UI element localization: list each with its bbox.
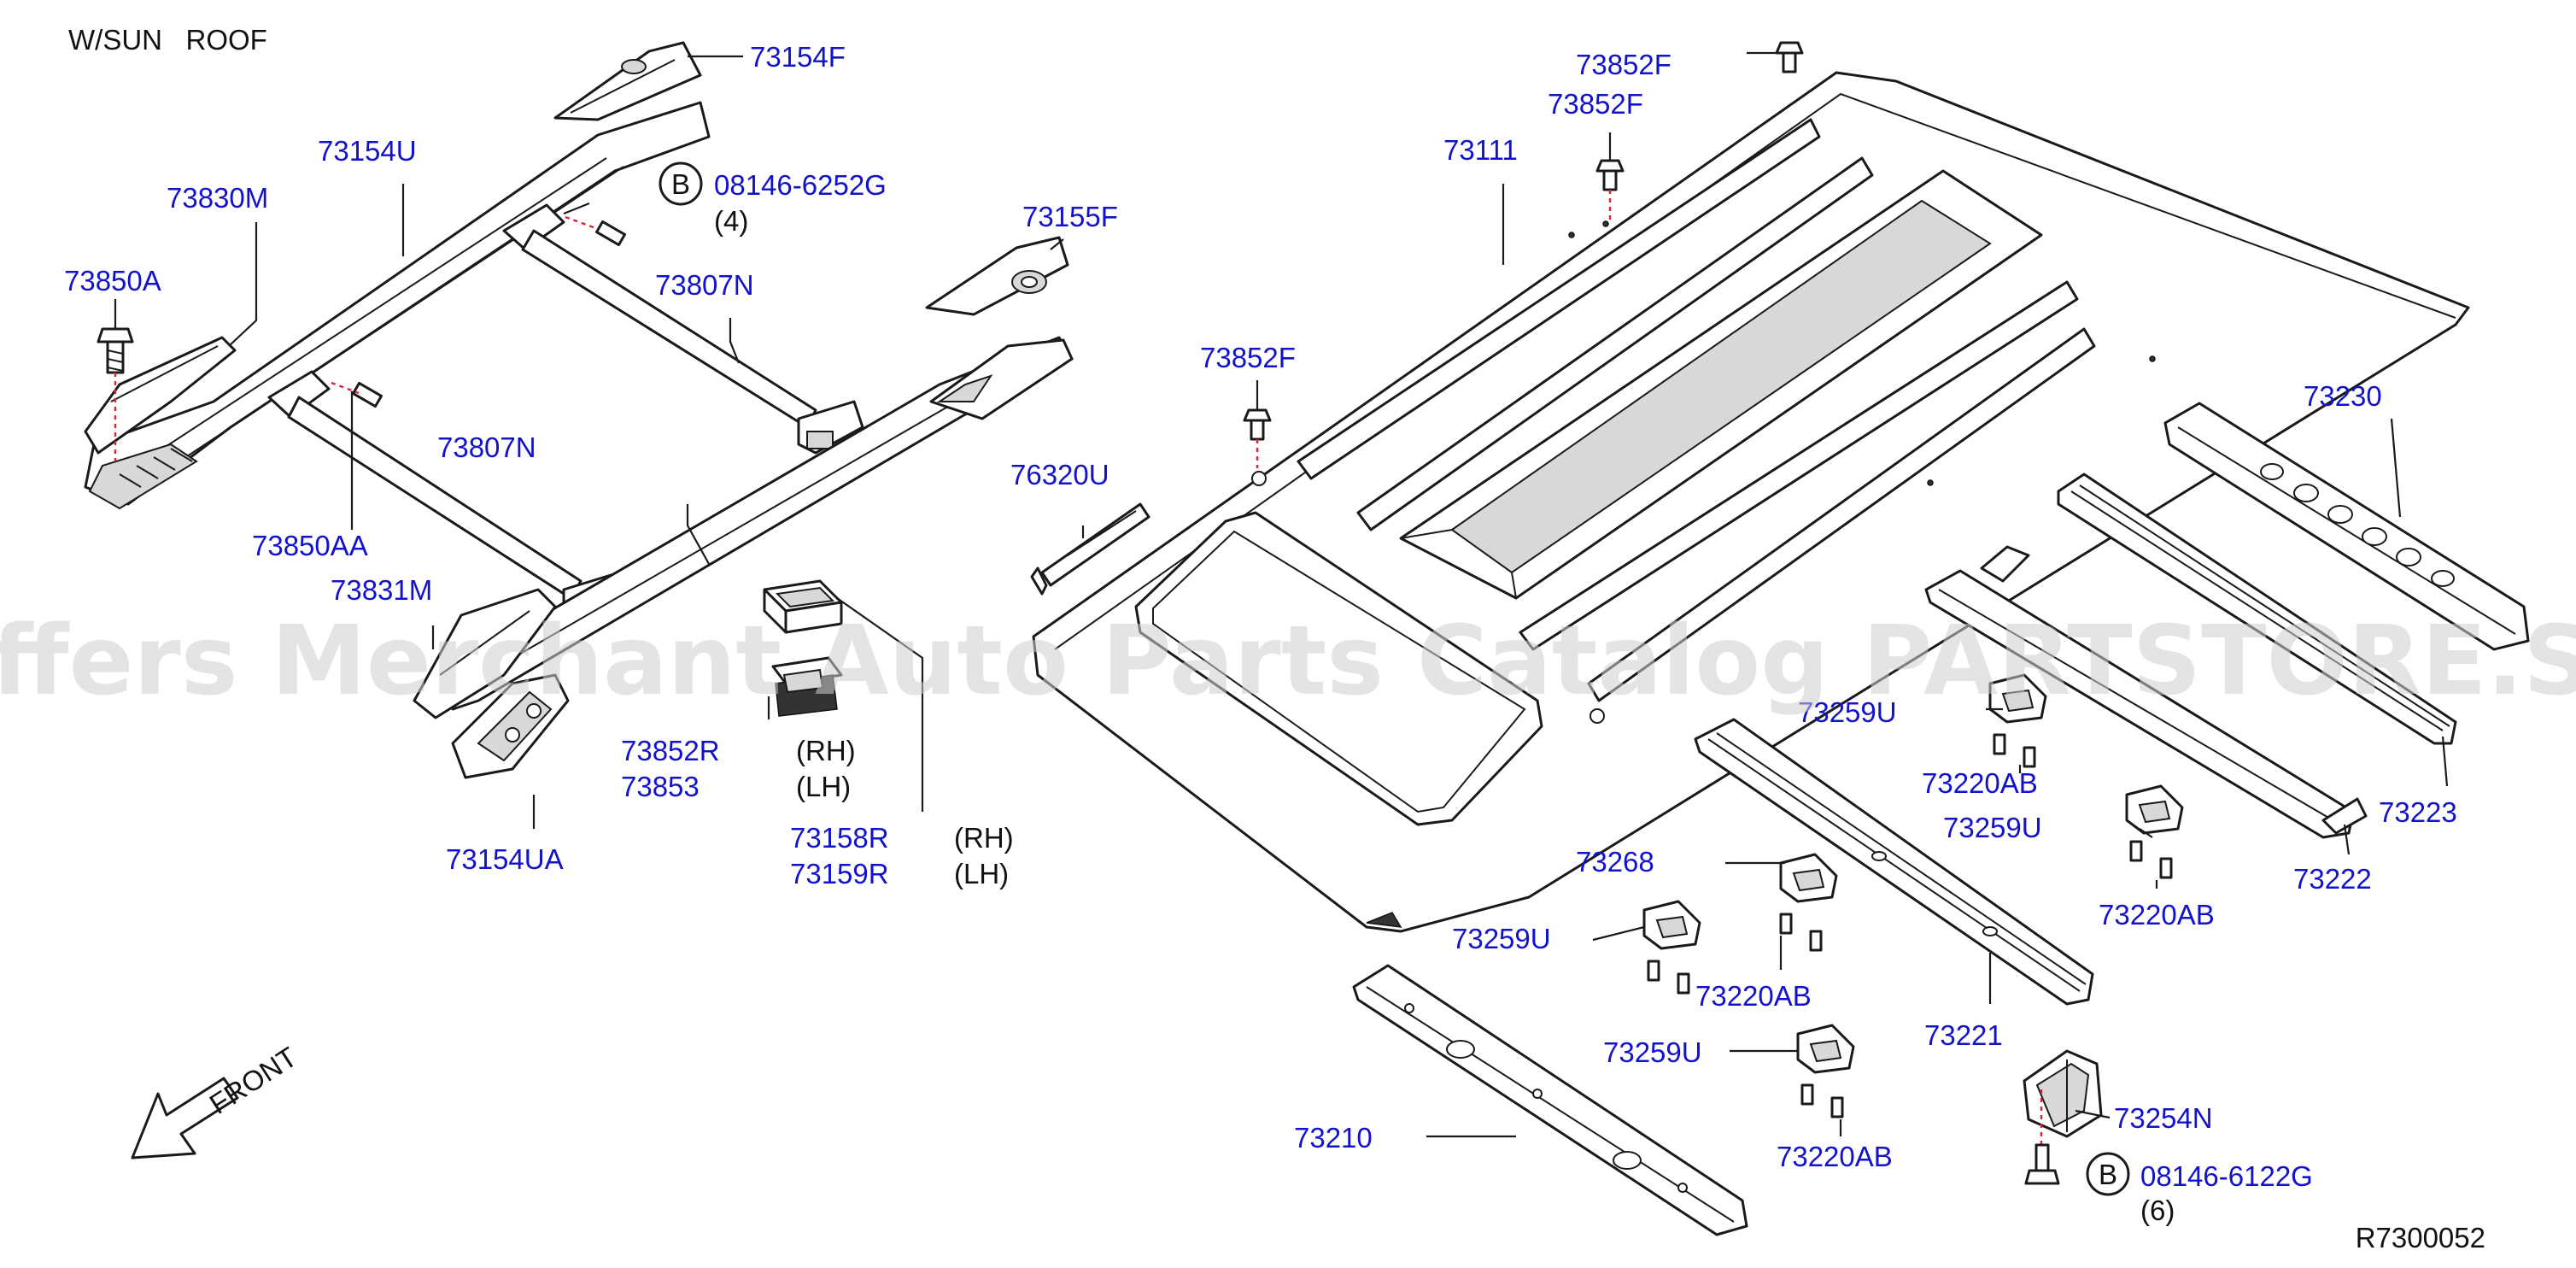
part-label-73223[interactable]: 73223 xyxy=(2379,796,2457,828)
screw-73852F-left xyxy=(1243,408,1272,468)
callout-part-number[interactable]: 08146-6122G xyxy=(2140,1160,2313,1192)
part-label-73220AB-d[interactable]: 73220AB xyxy=(1777,1141,1893,1172)
part-label-73850A[interactable]: 73850A xyxy=(64,265,161,296)
callout-quantity: (4) xyxy=(714,205,748,237)
part-label-73159R[interactable]: 73159R xyxy=(790,858,889,889)
part-label-73230[interactable]: 73230 xyxy=(2304,380,2382,412)
crossbar-73807N-upper xyxy=(502,203,864,455)
part-label-73158R[interactable]: 73158R xyxy=(790,822,889,854)
part-label-73259U-d[interactable]: 73259U xyxy=(1603,1036,1702,1068)
part-73221 xyxy=(1694,718,2094,1006)
callout-letter: B xyxy=(2099,1159,2117,1190)
part-label-73259U-a[interactable]: 73259U xyxy=(1798,696,1897,728)
part-label-73807N-upper[interactable]: 73807N xyxy=(655,269,754,301)
bracket-73259U-b xyxy=(2125,784,2184,835)
part-73223 xyxy=(2057,473,2457,745)
bolts-73220AB xyxy=(1647,733,2173,1118)
part-label-73210[interactable]: 73210 xyxy=(1294,1122,1373,1154)
part-label-73220AB-a[interactable]: 73220AB xyxy=(1922,767,2038,799)
callout-letter: B xyxy=(671,168,690,200)
roof-rail-assembly xyxy=(84,41,1150,779)
bolt-73850A xyxy=(97,327,134,461)
part-label-73222[interactable]: 73222 xyxy=(2293,863,2372,895)
part-73210 xyxy=(1352,964,1748,1236)
part-73222 xyxy=(1924,545,2368,839)
part-label-73831M[interactable]: 73831M xyxy=(331,574,432,606)
screw-73852F-middle xyxy=(1595,159,1625,224)
part-label-73853[interactable]: 73853 xyxy=(621,771,700,802)
front-direction-indicator: FRONT xyxy=(131,1041,302,1159)
part-label-73111[interactable]: 73111 xyxy=(1443,134,1518,166)
bracket-73259U-a xyxy=(1988,673,2047,724)
bracket-73268 xyxy=(1779,853,1838,903)
bolt-73850AA xyxy=(331,215,626,408)
part-73154UA xyxy=(438,336,1074,779)
part-label-73852F-top[interactable]: 73852F xyxy=(1576,49,1671,80)
part-label-73154F[interactable]: 73154F xyxy=(750,41,846,73)
part-label-73221[interactable]: 73221 xyxy=(1924,1019,2003,1051)
callout-b-1: B 08146-6252G (4) xyxy=(659,161,887,237)
callout-quantity: (6) xyxy=(2140,1195,2175,1226)
side-label-lh-2: (LH) xyxy=(954,858,1009,889)
crossbar-73807N-lower xyxy=(267,370,629,625)
part-label-73850AA[interactable]: 73850AA xyxy=(252,530,368,561)
part-73830M xyxy=(84,336,237,455)
part-label-73852R[interactable]: 73852R xyxy=(621,735,720,766)
part-73831M xyxy=(413,588,557,719)
clip-73852R xyxy=(763,579,843,717)
part-label-73852F-left[interactable]: 73852F xyxy=(1200,342,1296,373)
variant-title: W/SUN ROOF xyxy=(68,24,267,56)
part-label-73220AB-c[interactable]: 73220AB xyxy=(1695,980,1812,1012)
part-73154F xyxy=(553,41,702,121)
part-label-73254N[interactable]: 73254N xyxy=(2114,1102,2213,1134)
part-label-73807N-lower[interactable]: 73807N xyxy=(437,431,536,463)
leader-lines xyxy=(114,51,2449,1138)
side-label-rh-1: (RH) xyxy=(796,735,856,766)
bracket-73259U-c xyxy=(1642,900,1701,950)
part-label-73154UA[interactable]: 73154UA xyxy=(446,843,564,875)
part-label-73259U-c[interactable]: 73259U xyxy=(1452,923,1551,954)
bracket-76320U xyxy=(1030,502,1150,596)
roof-panel-73111 xyxy=(1032,71,2470,933)
callout-part-number[interactable]: 08146-6252G xyxy=(714,169,887,201)
part-73155F xyxy=(925,236,1069,316)
side-label-rh-2: (RH) xyxy=(954,822,1014,854)
part-label-73830M[interactable]: 73830M xyxy=(167,182,268,214)
part-label-73155F[interactable]: 73155F xyxy=(1022,201,1118,232)
part-73230 xyxy=(2163,402,2530,651)
callout-b-2: B 08146-6122G (6) xyxy=(2086,1152,2313,1226)
part-label-73220AB-b[interactable]: 73220AB xyxy=(2099,899,2215,930)
part-label-73268[interactable]: 73268 xyxy=(1576,846,1654,878)
bracket-73259U-d xyxy=(1796,1024,1855,1074)
watermark-text: Offers Merchant Auto Parts Catalog PARTS… xyxy=(0,606,2576,717)
part-label-73852F-middle[interactable]: 73852F xyxy=(1548,88,1643,120)
diagram-code: R7300052 xyxy=(2356,1222,2485,1253)
screw-73852F-top xyxy=(1775,41,1804,73)
part-label-76320U[interactable]: 76320U xyxy=(1010,459,1109,490)
front-arrow-icon xyxy=(131,1077,239,1159)
part-label-73259U-b[interactable]: 73259U xyxy=(1943,812,2042,843)
side-label-lh-1: (LH) xyxy=(796,771,851,802)
part-label-73154U[interactable]: 73154U xyxy=(318,135,417,167)
